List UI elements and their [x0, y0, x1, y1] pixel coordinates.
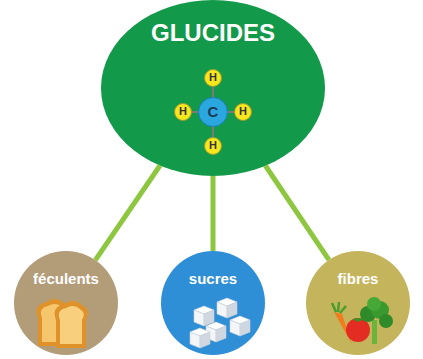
hydrogen-atom: H [234, 103, 252, 121]
chemical-bond [192, 111, 198, 113]
atom-symbol: H [239, 105, 247, 117]
bread-icon [37, 299, 88, 348]
category-circle: sucres [161, 251, 265, 355]
atom-symbol: H [179, 105, 187, 117]
chemical-bond [228, 111, 234, 113]
category-label: fibres [338, 271, 379, 288]
hydrogen-atom: H [204, 137, 222, 155]
hydrogen-atom: H [174, 103, 192, 121]
atom-symbol: H [209, 71, 217, 83]
category-label: sucres [189, 271, 237, 288]
chemical-bond [212, 87, 214, 97]
branch-line [265, 166, 328, 260]
node-outline [161, 251, 265, 355]
branch-line [211, 176, 216, 251]
hydrogen-atom: H [204, 69, 222, 87]
category-circle: fibres [306, 251, 410, 355]
chemical-bond [212, 127, 214, 137]
main-circle: GLUCIDES H H C H H [101, 0, 325, 176]
branch-line [95, 166, 160, 261]
node-outline [14, 251, 118, 355]
node-outline [306, 251, 410, 355]
vegetables-icon [332, 297, 393, 344]
atom-symbol: C [208, 104, 219, 121]
sugar-cubes-icon [190, 298, 250, 348]
atom-symbol: H [209, 139, 217, 151]
category-circle: féculents [14, 251, 118, 355]
title-label: GLUCIDES [151, 20, 275, 46]
category-label: féculents [33, 271, 99, 288]
carbon-atom: C [198, 97, 228, 127]
